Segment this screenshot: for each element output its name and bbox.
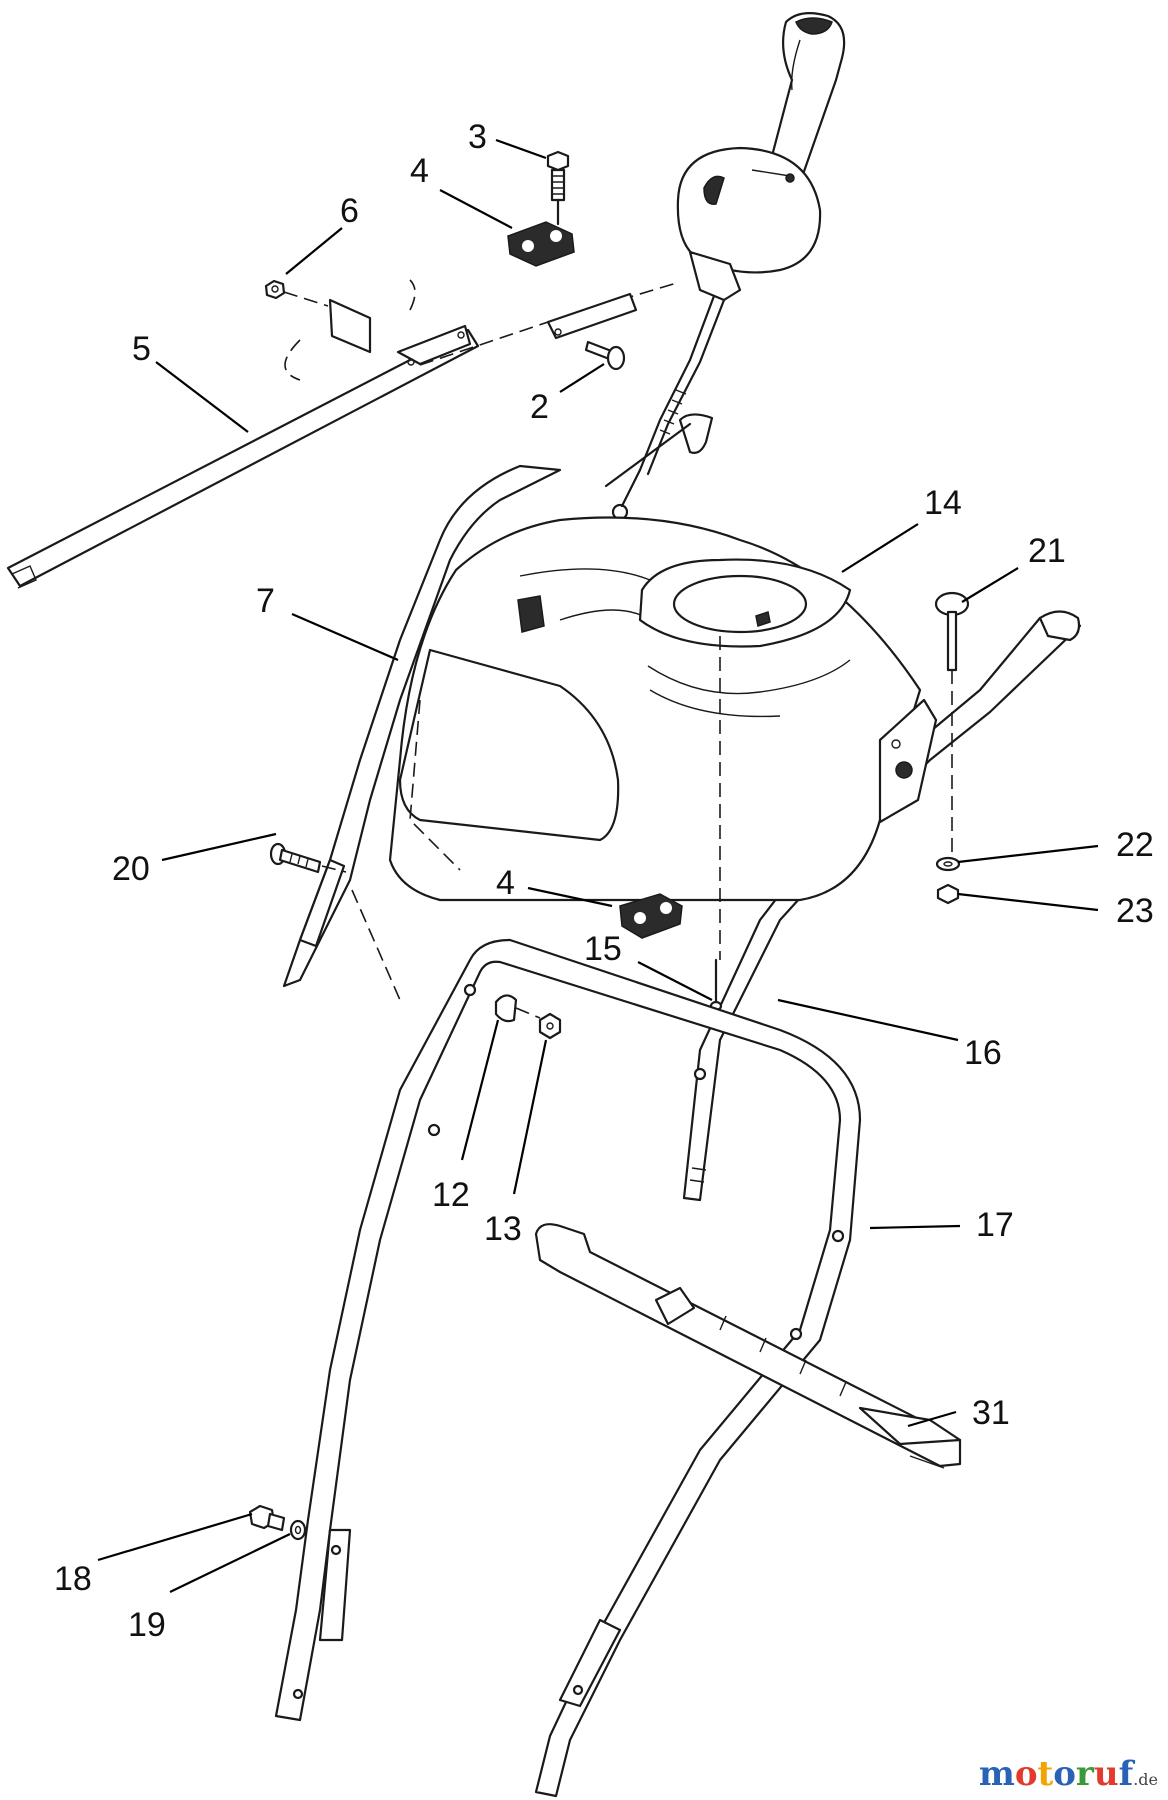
leader-6 xyxy=(285,227,343,275)
cable-clip-part-4-lower xyxy=(619,893,683,939)
callout-16: 16 xyxy=(964,1034,1002,1072)
callout-17: 17 xyxy=(976,1206,1014,1244)
flange-ring-part-14 xyxy=(638,558,852,718)
leader-3 xyxy=(495,138,547,160)
clevis-pin-part-2 xyxy=(584,340,626,371)
nut-part-23 xyxy=(936,883,960,905)
cable-clip-part-4-upper xyxy=(507,221,575,267)
callout-4-upper: 4 xyxy=(410,152,429,190)
callout-22: 22 xyxy=(1116,826,1154,864)
leader-31 xyxy=(907,1410,957,1428)
bolt-part-12 xyxy=(494,994,518,1023)
leader-7 xyxy=(291,612,399,662)
leader-17 xyxy=(869,1224,961,1230)
leader-13 xyxy=(512,1039,548,1195)
callout-3: 3 xyxy=(468,118,487,156)
bolt-part-18 xyxy=(248,1504,286,1532)
washer-part-19 xyxy=(289,1519,307,1541)
leader-20 xyxy=(161,832,277,862)
callout-5: 5 xyxy=(132,330,151,368)
callout-13: 13 xyxy=(484,1210,522,1248)
callout-labels: 3 4 6 5 2 14 21 7 20 22 23 4 15 16 12 13… xyxy=(54,118,1154,1644)
carriage-bolt-part-20 xyxy=(269,842,322,874)
callout-15: 15 xyxy=(584,930,622,968)
leader-4-lower xyxy=(527,886,613,908)
callout-4-lower: 4 xyxy=(496,864,515,902)
leader-4-upper xyxy=(439,189,513,229)
shift-rod-part xyxy=(6,324,480,589)
motoruf-watermark-logo: motoruf.de xyxy=(978,1754,1158,1794)
leader-16 xyxy=(777,998,959,1042)
washer-part-22 xyxy=(935,856,961,872)
callout-6: 6 xyxy=(340,192,359,230)
callout-12: 12 xyxy=(432,1176,470,1214)
chute-crank-part-31 xyxy=(534,1223,962,1469)
callout-31: 31 xyxy=(972,1394,1010,1432)
leader-14 xyxy=(841,523,919,573)
shift-handle-part xyxy=(611,11,846,521)
lower-handle-part xyxy=(274,938,862,1798)
screw-part-15 xyxy=(709,958,723,1012)
leader-5 xyxy=(155,361,249,433)
nut-part-6 xyxy=(264,279,286,300)
callout-14: 14 xyxy=(924,484,962,522)
leader-22 xyxy=(957,844,1099,864)
callout-19: 19 xyxy=(128,1606,166,1644)
leader-21 xyxy=(961,567,1019,603)
callout-21: 21 xyxy=(1028,532,1066,570)
callout-2: 2 xyxy=(530,388,549,426)
bolt-part-3 xyxy=(546,150,570,202)
nut-part-13 xyxy=(538,1012,562,1040)
leader-15 xyxy=(637,961,713,1001)
carriage-bolt-part-21 xyxy=(934,591,970,672)
callout-18: 18 xyxy=(54,1560,92,1598)
leader-19 xyxy=(169,1533,291,1593)
callout-7: 7 xyxy=(256,582,275,620)
leader-23 xyxy=(957,892,1099,912)
linkage-bracket-part xyxy=(546,292,638,340)
leader-12 xyxy=(460,1019,500,1161)
leader-2 xyxy=(559,363,605,393)
callout-20: 20 xyxy=(112,850,150,888)
leader-18 xyxy=(97,1512,253,1562)
leader-lines xyxy=(97,138,1099,1593)
callout-23: 23 xyxy=(1116,892,1154,930)
